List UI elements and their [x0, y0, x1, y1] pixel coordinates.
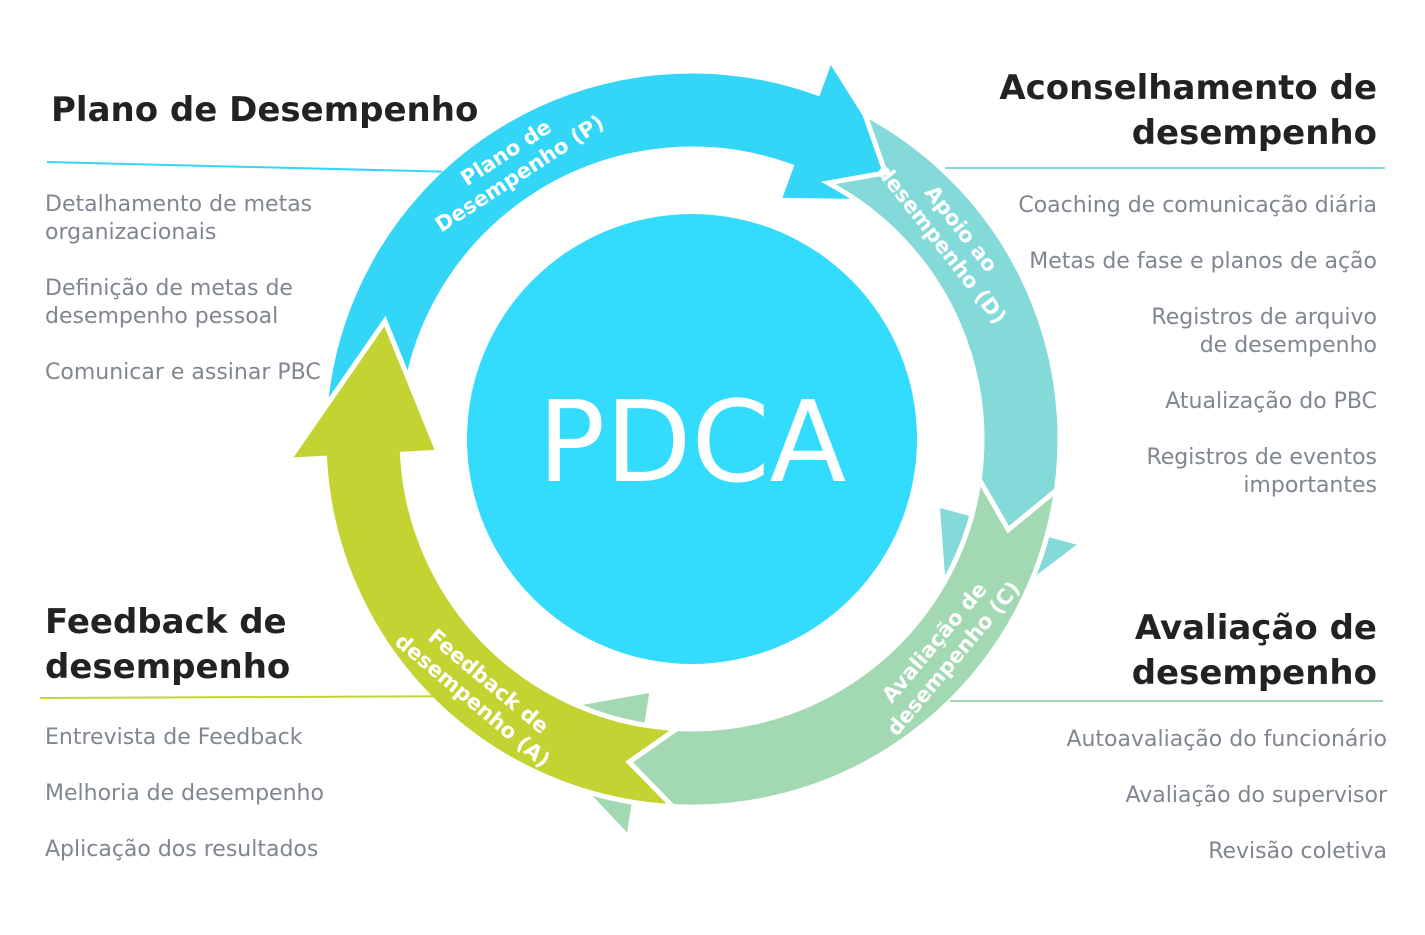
- cycle-arrow-plan: [321, 53, 926, 432]
- panel-do-list: Coaching de comunicação diária Metas de …: [1007, 192, 1377, 500]
- list-item: Aplicação dos resultados: [45, 837, 319, 862]
- panel-check-title: Avaliação de desempenho: [1131, 608, 1377, 693]
- panel-plan: Plano de Desempenho Detalhamento de meta…: [45, 88, 485, 415]
- list-item: Registros de eventos importantes: [1146, 445, 1377, 498]
- list-item: Autoavaliação do funcionário: [1066, 727, 1387, 752]
- panel-act-list: Entrevista de Feedback Melhoria de desem…: [45, 724, 465, 864]
- list-item: Melhoria de desempenho: [45, 781, 324, 806]
- list-item: Definição de metas de desempenho pessoal: [45, 276, 293, 329]
- list-item: Comunicar e assinar PBC: [45, 360, 321, 385]
- list-item: Avaliação do supervisor: [1125, 783, 1387, 808]
- list-item: Revisão coletiva: [1208, 839, 1387, 864]
- panel-do: Aconselhamento de desempenho Coaching de…: [945, 66, 1385, 528]
- panel-plan-title: Plano de Desempenho: [51, 90, 479, 130]
- panel-plan-divider: [46, 161, 442, 173]
- panel-act-divider: [39, 695, 450, 699]
- pdca-center-label: PDCA: [538, 378, 847, 508]
- panel-plan-list: Detalhamento de metas organizacionais De…: [45, 191, 330, 387]
- panel-check-list: Autoavaliação do funcionário Avaliação d…: [1000, 726, 1387, 866]
- list-item: Entrevista de Feedback: [45, 725, 303, 750]
- panel-check: Avaliação de desempenho Autoavaliação do…: [950, 606, 1387, 894]
- panel-check-divider: [950, 700, 1383, 702]
- list-item: Metas de fase e planos de ação: [1029, 249, 1377, 274]
- list-item: Registros de arquivo de desempenho: [1151, 305, 1377, 358]
- list-item: Detalhamento de metas organizacionais: [45, 192, 313, 245]
- pdca-center-circle: [467, 214, 917, 664]
- panel-do-divider: [945, 167, 1385, 169]
- list-item: Coaching de comunicação diária: [1018, 193, 1377, 218]
- panel-do-title: Aconselhamento de desempenho: [999, 68, 1377, 153]
- cycle-arrow-act: [283, 315, 685, 810]
- list-item: Atualização do PBC: [1165, 389, 1377, 414]
- panel-act: Feedback de desempenho Entrevista de Fee…: [39, 600, 465, 892]
- panel-act-title: Feedback de desempenho: [45, 602, 291, 687]
